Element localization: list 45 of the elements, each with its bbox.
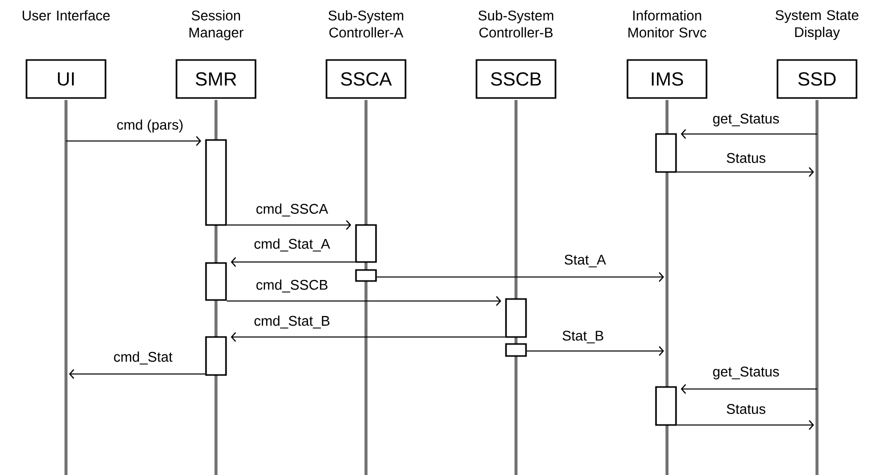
message-arrow [226,296,502,306]
message-label: get_Status [712,112,780,128]
message-label: cmd_SSCA [254,202,330,218]
message-arrow [66,136,202,146]
participant-name: Session Manager [190,10,244,40]
message-arrow [680,384,817,394]
message-label: get_Status [712,366,780,380]
participant-name: Information Monitor Srvc [628,10,706,38]
message-arrow [680,129,817,139]
message-label: cmd (pars) [116,118,184,134]
participant-box: SMR [176,59,256,99]
message-label: Stat_B [561,330,606,344]
activation-bar [205,139,227,226]
activation-bar [655,386,677,426]
message-arrow [676,420,814,430]
message-arrow [69,369,206,379]
activation-bar [205,336,227,376]
participant-name: System State Display [776,10,858,40]
participant-name: User Interface [22,10,110,20]
participant-box: SSCA [326,59,406,99]
participant-name: Sub-System Controller-A [328,10,404,38]
activation-bar [505,298,527,338]
message-arrow [376,272,664,282]
message-label: cmd_Stat_B [252,314,332,330]
participant-box: UI [26,59,106,99]
message-label: Status [725,403,767,415]
participant-box: SSD [776,59,858,99]
activation-bar [205,262,227,301]
activation-bar [505,343,527,357]
message-label: cmd_SSCB [254,278,330,294]
message-arrow [526,346,664,356]
message-arrow [230,332,506,342]
message-label: Stat_A [563,254,608,268]
participant-box: SSCB [476,59,556,99]
message-arrow [676,167,814,177]
message-label: cmd_Stat_A [252,238,332,252]
activation-bar [355,269,377,282]
message-label: cmd_Stat [112,350,174,366]
activation-bar [655,133,677,173]
message-arrow [230,257,356,267]
activation-bar [355,224,377,263]
participant-name: Sub-System Controller-B [478,10,554,38]
message-label: Status [725,152,767,164]
message-arrow [226,220,352,230]
participant-box: IMS [626,59,708,99]
